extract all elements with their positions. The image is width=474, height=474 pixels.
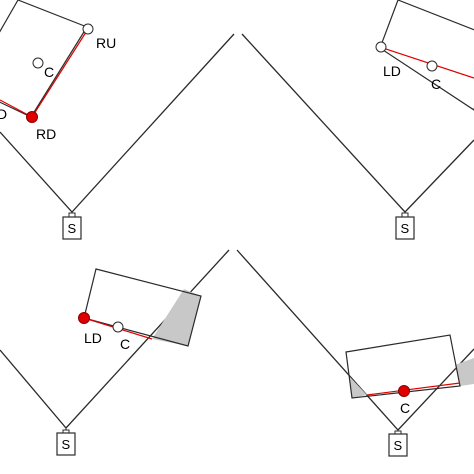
weight-s bbox=[56, 432, 76, 456]
marker-rd bbox=[26, 111, 38, 123]
panel-top-right: LD C S bbox=[241, 0, 474, 240]
marker-c bbox=[32, 57, 44, 69]
label-d-cropped: D bbox=[0, 106, 7, 122]
edge-line-red bbox=[366, 382, 461, 396]
panel-bottom-right: C S bbox=[236, 249, 474, 457]
v-track-bottom-right bbox=[236, 249, 474, 431]
label-rd: RD bbox=[36, 126, 56, 142]
v-track-top-right bbox=[241, 33, 474, 213]
box-body bbox=[83, 268, 202, 347]
box-body bbox=[345, 334, 461, 399]
label-ld: LD bbox=[383, 63, 401, 79]
label-c: C bbox=[120, 336, 130, 352]
marker-c bbox=[426, 60, 438, 72]
weight-s bbox=[62, 216, 82, 240]
label-c: C bbox=[44, 64, 54, 80]
shaded-overlap-right bbox=[455, 358, 474, 386]
weight-s bbox=[395, 216, 415, 240]
panel-top-left: RU C RD D S bbox=[0, 0, 235, 240]
edge-line-red bbox=[31, 28, 89, 118]
weight-hook bbox=[401, 212, 409, 218]
marker-c bbox=[398, 385, 410, 397]
weight-label: S bbox=[62, 437, 71, 452]
marker-ld bbox=[375, 41, 387, 53]
label-c: C bbox=[400, 400, 410, 416]
marker-ld bbox=[78, 312, 90, 324]
label-ld: LD bbox=[84, 330, 102, 346]
box-body bbox=[379, 0, 474, 111]
weight-hook bbox=[68, 212, 76, 218]
shaded-overlap bbox=[152, 289, 201, 346]
label-c: C bbox=[431, 76, 441, 92]
v-track-bottom-left bbox=[0, 249, 230, 429]
weight-label: S bbox=[68, 221, 77, 236]
edge-line-red bbox=[0, 99, 33, 118]
label-ru: RU bbox=[96, 35, 116, 51]
marker-ru bbox=[82, 23, 94, 35]
weight-label: S bbox=[394, 438, 403, 453]
panel-bottom-left: LD C S bbox=[0, 249, 230, 456]
shaded-overlap-left bbox=[350, 377, 367, 398]
weight-s bbox=[388, 433, 408, 457]
marker-c bbox=[112, 321, 124, 333]
edge-line-red bbox=[379, 46, 474, 79]
weight-label: S bbox=[401, 221, 410, 236]
